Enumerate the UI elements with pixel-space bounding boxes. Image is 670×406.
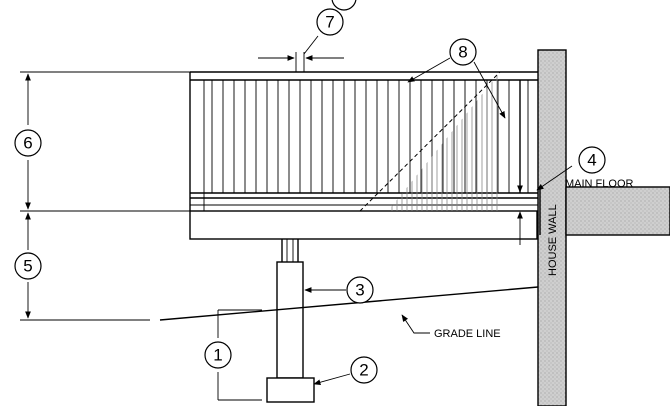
- dimension-6-5: [20, 71, 190, 321]
- leader-4: [536, 165, 573, 191]
- callout-8: 8: [449, 38, 477, 66]
- house-wall-label: HOUSE WALL: [547, 204, 559, 276]
- grade-line: [159, 286, 539, 321]
- deck-beam: [189, 210, 538, 240]
- dimension-1: [217, 309, 262, 401]
- callout-4: 4: [578, 146, 606, 174]
- balusters: [211, 80, 510, 193]
- svg-text:1: 1: [213, 346, 222, 365]
- house-wall: [537, 49, 567, 406]
- callout-7: 7: [316, 0, 357, 36]
- hatched-area: [359, 71, 501, 212]
- svg-text:7: 7: [325, 13, 334, 32]
- dimension-7: [258, 35, 344, 72]
- callout-1: 1: [204, 341, 232, 369]
- callout-2: 2: [350, 356, 378, 384]
- callout-3: 3: [346, 276, 374, 304]
- main-floor-label: MAIN FLOOR: [565, 178, 634, 190]
- grade-line-label: GRADE LINE: [434, 328, 501, 340]
- svg-text:3: 3: [355, 281, 364, 300]
- callout-5: 5: [14, 252, 42, 280]
- svg-text:6: 6: [23, 134, 32, 153]
- leader-2: [313, 373, 351, 386]
- leader-8a: [407, 57, 451, 83]
- railing: [189, 71, 538, 211]
- callout-6: 6: [14, 129, 42, 157]
- svg-text:2: 2: [359, 361, 368, 380]
- leader-8b: [473, 61, 506, 119]
- dimension-4: [500, 155, 538, 245]
- footing: [266, 377, 315, 403]
- svg-text:5: 5: [23, 257, 32, 276]
- leader-grade: [401, 314, 430, 334]
- svg-text:8: 8: [458, 43, 467, 62]
- svg-text:4: 4: [587, 151, 596, 170]
- pier: [276, 239, 304, 379]
- main-floor-slab: [565, 186, 670, 236]
